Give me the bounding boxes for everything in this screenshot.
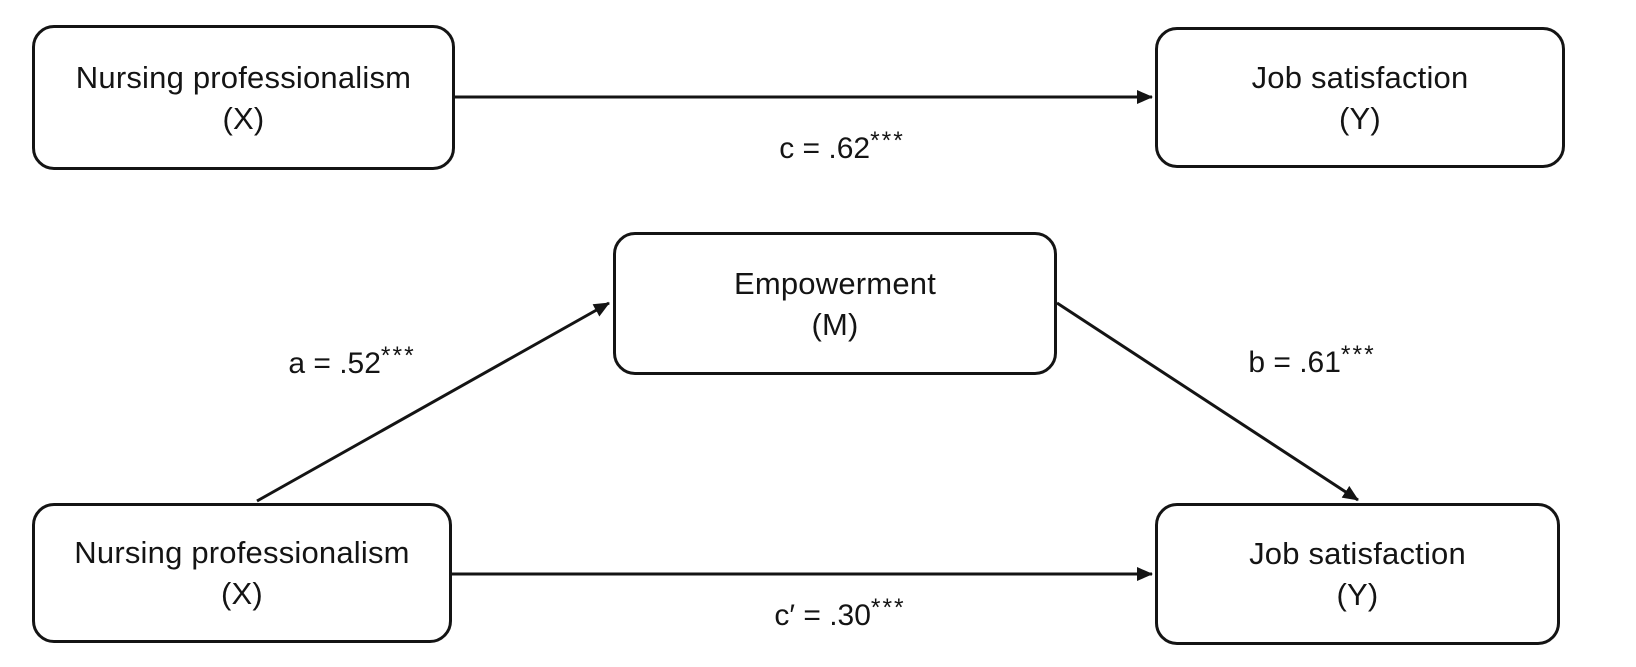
path-b-coefficient-label: b = .61*** — [1248, 342, 1375, 380]
predictor-symbol: (X) — [221, 576, 263, 611]
path-b-coefficient: b = .61 — [1248, 346, 1341, 380]
path-c-significance: *** — [870, 127, 905, 155]
path-a-coefficient: a = .52 — [288, 347, 381, 381]
predictor-name: Nursing professionalism — [75, 59, 412, 95]
mediator-box: Empowerment (M) — [613, 232, 1057, 375]
mediator-symbol: (M) — [811, 306, 859, 342]
outcome-box-total-effect: Job satisfaction (Y) — [1155, 27, 1565, 168]
outcome-name: Job satisfaction — [1251, 59, 1469, 95]
outcome-name: Job satisfaction — [1249, 536, 1466, 571]
predictor-symbol: (X) — [222, 100, 265, 136]
path-b-arrow — [1056, 301, 1359, 502]
path-a-significance: *** — [380, 342, 416, 370]
outcome-symbol: (Y) — [1336, 577, 1379, 612]
outcome-box-mediation: Job satisfaction (Y) — [1155, 503, 1560, 645]
mediator-name: Empowerment — [733, 265, 937, 301]
predictor-name: Nursing professionalism — [74, 535, 410, 570]
path-a-coefficient-label: a = .52*** — [288, 343, 415, 381]
path-a-arrow — [256, 301, 610, 503]
path-c-prime-significance: *** — [870, 594, 906, 622]
path-c-coefficient: c = .62 — [779, 132, 871, 166]
path-c-prime-coefficient: c′ = .30 — [774, 599, 871, 633]
path-c-coefficient-label: c = .62*** — [779, 128, 905, 166]
predictor-box-total-effect: Nursing professionalism (X) — [32, 25, 455, 170]
outcome-symbol: (Y) — [1339, 100, 1381, 136]
path-c-prime-coefficient-label: c′ = .30*** — [774, 595, 905, 633]
predictor-box-mediation: Nursing professionalism (X) — [32, 503, 452, 643]
path-b-significance: *** — [1340, 341, 1376, 369]
